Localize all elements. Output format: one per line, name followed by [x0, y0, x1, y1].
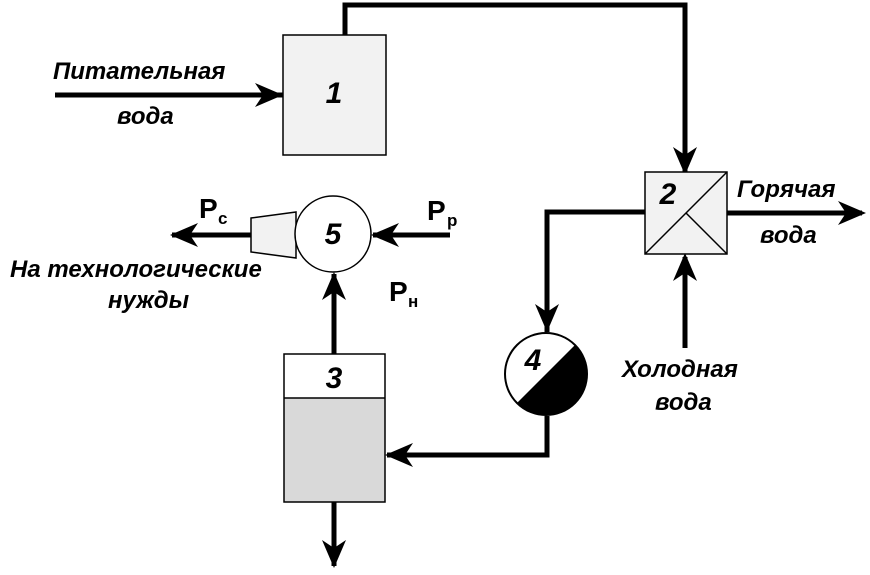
pp-label: P	[427, 195, 446, 226]
hot-water-label-1: Горячая	[737, 176, 835, 203]
trap-in-arrowhead	[535, 304, 559, 332]
tank-number: 3	[326, 362, 343, 395]
cold-water-arrowhead	[673, 253, 697, 281]
exchanger-to-trap-pipe	[544, 209, 645, 332]
flow-lines	[55, 2, 862, 566]
pc-arrowhead	[170, 223, 198, 247]
pp-subscript: p	[447, 211, 457, 230]
tank-block	[283, 353, 386, 503]
pp-arrowhead	[371, 223, 399, 247]
pump-circle	[294, 195, 372, 273]
boiler-block	[282, 34, 387, 156]
heat-exchanger-number: 2	[659, 178, 677, 211]
trap-dark-half	[517, 345, 587, 415]
tank-liquid	[284, 398, 385, 502]
exchanger-in-arrowhead	[673, 147, 697, 175]
pn-subscript: н	[408, 292, 418, 311]
tank-in-arrowhead	[385, 443, 413, 467]
cold-water-label-2: вода	[655, 389, 712, 416]
feed-water-arrowhead	[255, 83, 283, 107]
tech-needs-label-1: На технологические	[10, 256, 262, 283]
pn-label: P	[389, 276, 408, 307]
tech-needs-label-2: нужды	[108, 287, 190, 314]
pump-in-arrowhead	[322, 272, 346, 300]
trap-to-tank-pipe	[387, 416, 550, 458]
feed-water-label-1: Питательная	[53, 58, 225, 85]
heat-exchanger-diagonal-2	[685, 212, 728, 255]
boiler-number: 1	[326, 77, 343, 110]
pc-subscript: c	[218, 209, 227, 228]
pump-number: 5	[325, 218, 343, 251]
feed-water-label-2: вода	[117, 103, 174, 130]
drain-arrowhead	[322, 540, 346, 568]
pump-nozzle	[250, 211, 297, 259]
trap-number: 4	[524, 344, 542, 377]
hot-water-label-2: вода	[760, 222, 817, 249]
boiler-to-exchanger-pipe	[342, 2, 688, 175]
cold-water-label-1: Холодная	[620, 356, 738, 383]
arrowheads	[170, 83, 866, 568]
pc-label: P	[199, 193, 218, 224]
hot-water-arrowhead	[838, 201, 866, 225]
